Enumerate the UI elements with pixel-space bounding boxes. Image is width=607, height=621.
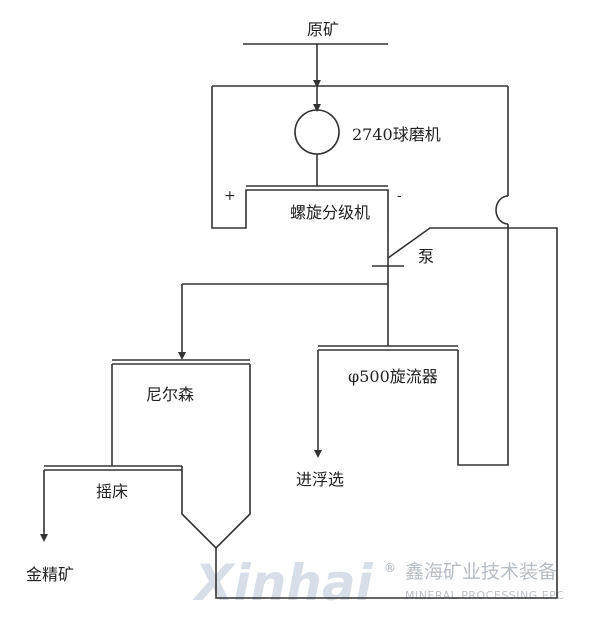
pump-distribution	[178, 283, 389, 360]
pump	[215, 227, 558, 599]
spiral-classifier	[211, 86, 389, 230]
to-flotation-label: 进浮选	[296, 470, 344, 489]
watermark-company-cn: 鑫海矿业技术装备	[405, 561, 557, 583]
gold-concentrate-label: 金精矿	[26, 565, 74, 584]
classifier-plus-label: +	[224, 188, 236, 204]
recirculation-top-line	[212, 85, 508, 112]
knelson-concentrator	[111, 359, 251, 550]
classifier-minus-label: -	[397, 188, 402, 204]
watermark-registered: ®	[384, 561, 396, 575]
pump-label: 泵	[418, 247, 434, 266]
knelson-label: 尼尔森	[146, 385, 194, 404]
raw-ore-feed	[243, 43, 388, 88]
shaking-table-label: 摇床	[96, 482, 128, 501]
shaking-table	[40, 465, 182, 542]
ball-mill	[294, 109, 340, 186]
classifier-label: 螺旋分级机	[290, 203, 370, 222]
cyclone	[314, 345, 458, 458]
cyclone-label: φ500旋流器	[348, 367, 438, 386]
watermark-company-en: MINERAL PROCESSING EPC	[405, 589, 565, 602]
watermark-brand: Xinhai	[192, 554, 374, 612]
raw-ore-label: 原矿	[307, 20, 339, 39]
ball-mill-label: 2740球磨机	[352, 125, 441, 144]
watermark: Xinhai ® 鑫海矿业技术装备 MINERAL PROCESSING EPC	[192, 554, 565, 612]
cyclone-return-loop	[457, 86, 509, 466]
